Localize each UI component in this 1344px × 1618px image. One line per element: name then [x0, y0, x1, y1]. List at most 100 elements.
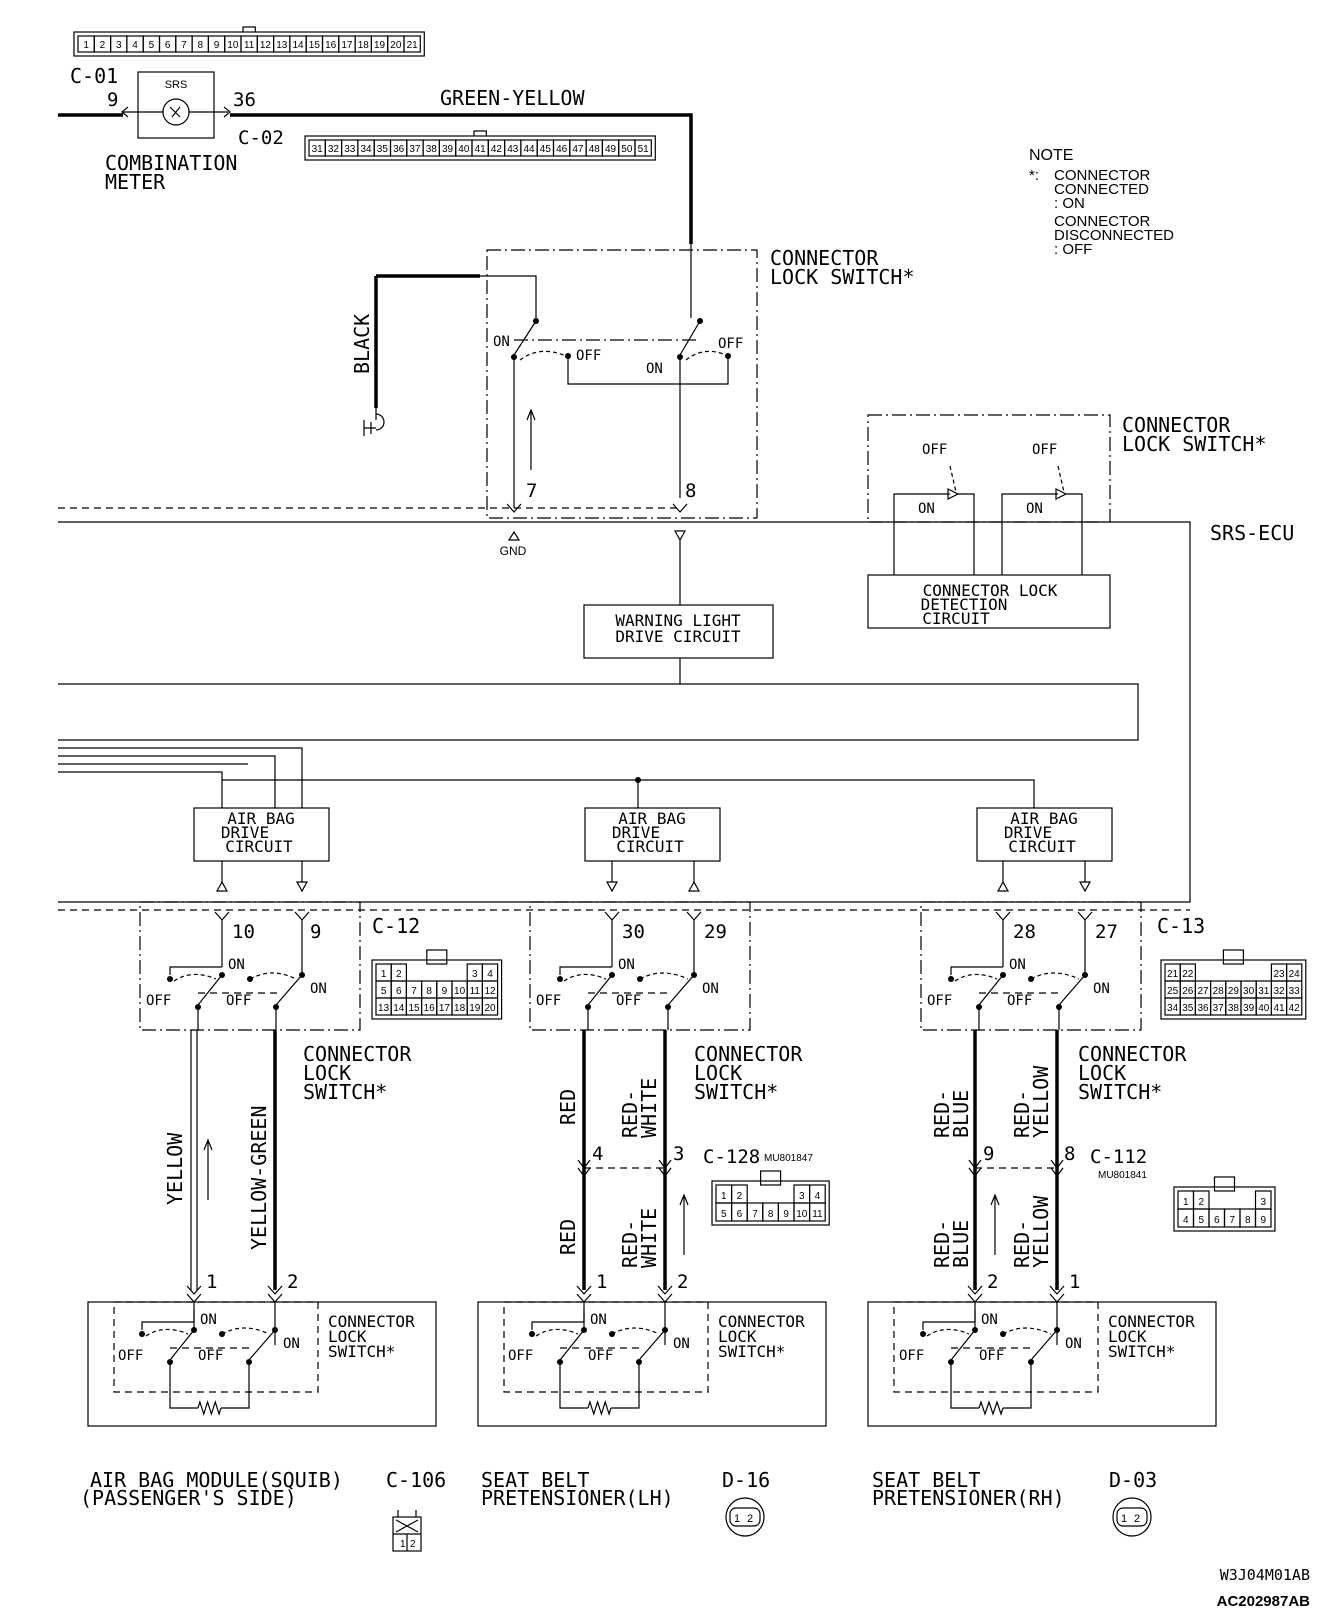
device-switch-l2: LOCK	[718, 1327, 757, 1346]
pin-number: 50	[621, 144, 633, 155]
note-l4: CONNECTOR	[1054, 213, 1151, 230]
label-yellow: YELLOW	[163, 1132, 187, 1205]
switch-off: OFF	[508, 1348, 533, 1364]
pin-number: 31	[312, 144, 324, 155]
squib-resistor-icon	[587, 1400, 612, 1416]
pin-number: 13	[276, 40, 288, 51]
pin-number: 38	[1228, 1003, 1240, 1014]
note-l1: CONNECTOR	[1054, 167, 1151, 184]
connector-frame	[371, 959, 503, 1020]
detect-label-2: DETECTION	[921, 595, 1008, 614]
switch-frame	[893, 1301, 1099, 1393]
pin-number: 39	[442, 144, 454, 155]
pin-number: 3	[472, 969, 478, 980]
hs2-l1: CONNECTOR	[694, 1042, 803, 1066]
ecu-pin-7: 7	[526, 480, 537, 502]
airbag-pin-2: 2	[287, 1271, 298, 1293]
pin-4: 4	[592, 1143, 603, 1165]
d03-pin1: 1	[1121, 1513, 1127, 1525]
pin-number: 2	[396, 969, 402, 980]
label-yellow-green: YELLOW-GREEN	[247, 1106, 271, 1251]
pin-number: 12	[260, 40, 272, 51]
pin-number: 47	[572, 144, 584, 155]
pin-number: 17	[341, 40, 353, 51]
hs1-l3: SWITCH*	[303, 1080, 387, 1104]
upper-right-on: ON	[646, 361, 663, 377]
pin-number: 36	[1197, 1003, 1209, 1014]
d03-connector-icon: 1 2	[1112, 1497, 1152, 1537]
pin-number: 15	[408, 1003, 420, 1014]
device-switch-l3: SWITCH*	[718, 1342, 785, 1361]
pin-number: 39	[1243, 1003, 1255, 1014]
adc3-l3: CIRCUIT	[1008, 837, 1076, 856]
label-rb-lower-2: BLUE	[949, 1220, 973, 1268]
pin-number: 9	[442, 986, 448, 997]
pin-number: 11	[244, 40, 255, 51]
switch-off: OFF	[1007, 993, 1032, 1009]
connector-latch	[1222, 949, 1245, 965]
airbag-module-line1: AIR BAG MODULE(SQUIB)	[90, 1468, 343, 1492]
switch-on: ON	[1093, 981, 1110, 997]
pin-number: 20	[390, 40, 402, 51]
pin-number: 7	[411, 986, 417, 997]
rh-line1: SEAT BELT	[872, 1468, 980, 1492]
pin-number: 3	[799, 1191, 805, 1202]
note-l2: CONNECTED	[1054, 181, 1149, 198]
adc2-l1: AIR BAG	[618, 809, 685, 828]
pin-number: 33	[344, 144, 356, 155]
pin-number: 29	[1228, 986, 1240, 997]
rh-pin-1: 1	[1069, 1271, 1080, 1293]
rh-line2: PRETENSIONER(RH)	[872, 1486, 1065, 1510]
switch-off: OFF	[899, 1348, 924, 1364]
ecu-pin-8: 8	[685, 480, 696, 502]
pin-27: 27	[1095, 921, 1118, 943]
d03-pin2: 2	[1134, 1513, 1140, 1525]
harness-switch-label-3: CONNECTOR LOCK SWITCH*	[1078, 1042, 1187, 1104]
c12-label: C-12	[372, 914, 420, 938]
c106-label: C-106	[386, 1468, 446, 1492]
det-right-on: ON	[1026, 501, 1043, 517]
pin-number: 16	[325, 40, 337, 51]
adc3-l1: AIR BAG	[1010, 809, 1077, 828]
pin-cell	[1285, 997, 1303, 1016]
switch-off: OFF	[226, 993, 251, 1009]
connector-latch	[759, 1170, 782, 1186]
switch-on: ON	[200, 1312, 217, 1328]
pin-number: 2	[1198, 1197, 1204, 1208]
device-switch-l2: LOCK	[328, 1327, 367, 1346]
pin-number: 49	[605, 144, 617, 155]
c02-label: C-02	[238, 127, 284, 149]
warning-label-2: DRIVE CIRCUIT	[615, 627, 741, 646]
pin-number: 48	[589, 144, 601, 155]
pin-cell	[403, 35, 421, 53]
lamp-filament-icon	[169, 106, 181, 118]
meter-name-line1: COMBINATION	[105, 151, 237, 175]
pin-number: 1	[1183, 1197, 1189, 1208]
pin-number: 14	[393, 1003, 405, 1014]
airbag-drive-circuit-2: AIR BAG DRIVE CIRCUIT	[584, 807, 721, 862]
pin-number: 19	[469, 1003, 481, 1014]
pin-number: 2	[737, 1191, 743, 1202]
right-switch-label-1: CONNECTOR	[1122, 413, 1231, 437]
meter-box	[137, 71, 215, 139]
d03-label: D-03	[1109, 1468, 1157, 1492]
lh-line2: PRETENSIONER(LH)	[481, 1486, 674, 1510]
pin-number: 45	[540, 144, 552, 155]
device-switch-l1: CONNECTOR	[718, 1312, 805, 1331]
switch-on: ON	[981, 1312, 998, 1328]
harness-wires	[190, 1030, 1059, 1290]
pin-number: 22	[1182, 969, 1194, 980]
switch-on: ON	[283, 1336, 300, 1352]
adc1-l3: CIRCUIT	[225, 837, 293, 856]
pin-number: 28	[1213, 986, 1225, 997]
detect-label-1: CONNECTOR LOCK	[923, 581, 1058, 600]
combination-meter: C-01 9 36 C-02 SRS COMBINATION METER	[70, 64, 284, 194]
upper-switch-label-1: CONNECTOR	[770, 246, 879, 270]
pin-number: 6	[396, 986, 402, 997]
pin-number: 20	[484, 1003, 496, 1014]
